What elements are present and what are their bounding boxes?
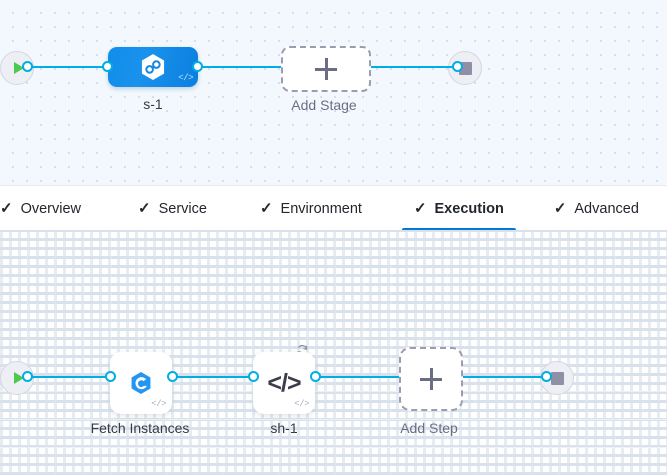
tab-label: Advanced <box>574 200 639 217</box>
pipeline-stage-canvas[interactable]: </> s-1 Add Stage <box>0 0 667 185</box>
plus-icon <box>420 368 442 390</box>
check-icon: ✓ <box>553 200 567 217</box>
play-icon <box>13 372 24 384</box>
tab-label: Overview <box>20 200 82 217</box>
check-icon: ✓ <box>259 200 273 217</box>
tab-service[interactable]: ✓ Service <box>138 186 207 231</box>
fetch-input-port[interactable] <box>105 371 116 382</box>
sh1-output-port[interactable] <box>310 371 321 382</box>
tab-label: Execution <box>434 200 504 217</box>
add-stage-label: Add Stage <box>291 97 357 113</box>
code-brackets-icon: </> <box>151 399 166 409</box>
add-step-node[interactable] <box>399 347 463 411</box>
harness-infinity-hexagon-icon <box>141 54 165 80</box>
add-stage-node[interactable] <box>281 46 371 92</box>
stage-end-port[interactable] <box>452 61 463 72</box>
stage-s1-output-port[interactable] <box>192 61 203 72</box>
connector-sh1-to-add-step <box>315 376 400 379</box>
connector-add-stage-to-end <box>368 66 458 69</box>
execution-steps-canvas[interactable]: </> Fetch Instances </> </> sh-1 Add Ste… <box>0 230 667 475</box>
connector-add-step-to-end <box>458 376 546 379</box>
step-node-label: Fetch Instances <box>90 420 190 436</box>
step-node-sh-1[interactable]: </> </> <box>253 352 315 414</box>
stage-config-tabs: ✓ Overview ✓ Service ✓ Environment ✓ Exe… <box>0 185 667 231</box>
stage-node-label: s-1 <box>143 96 163 112</box>
connector-fetch-to-sh1 <box>172 376 256 379</box>
code-brackets-icon: </> <box>294 399 309 409</box>
stage-start-port[interactable] <box>22 61 33 72</box>
sh1-input-port[interactable] <box>248 371 259 382</box>
fetch-output-port[interactable] <box>167 371 178 382</box>
step-end-port[interactable] <box>541 371 552 382</box>
check-icon: ✓ <box>138 200 151 217</box>
connector-s1-to-add-stage <box>196 66 292 69</box>
code-brackets-icon: </> <box>178 73 193 83</box>
step-node-label: sh-1 <box>270 420 298 436</box>
tab-label: Service <box>158 200 207 217</box>
step-start-port[interactable] <box>22 371 33 382</box>
add-step-label: Add Step <box>400 420 458 436</box>
stage-s1-input-port[interactable] <box>102 61 113 72</box>
harness-fetch-instances-hexagon-icon <box>131 371 151 395</box>
code-brackets-large-icon: </> <box>267 368 301 397</box>
tab-label: Environment <box>280 200 362 217</box>
tab-overview[interactable]: ✓ Overview <box>0 186 81 231</box>
check-icon: ✓ <box>413 200 427 217</box>
stage-node-s-1[interactable]: </> <box>108 47 198 87</box>
stage-start-node[interactable] <box>0 51 34 85</box>
tab-advanced[interactable]: ✓ Advanced <box>554 186 639 231</box>
play-icon <box>13 62 24 74</box>
connector-start-to-s1 <box>22 66 136 69</box>
tab-environment[interactable]: ✓ Environment <box>260 186 362 231</box>
check-icon: ✓ <box>0 200 13 217</box>
connector-start-to-fetch <box>22 376 114 379</box>
tab-execution[interactable]: ✓ Execution <box>401 186 516 231</box>
plus-icon <box>315 58 337 80</box>
step-node-fetch-instances[interactable]: </> <box>110 352 172 414</box>
stop-icon <box>550 371 564 385</box>
